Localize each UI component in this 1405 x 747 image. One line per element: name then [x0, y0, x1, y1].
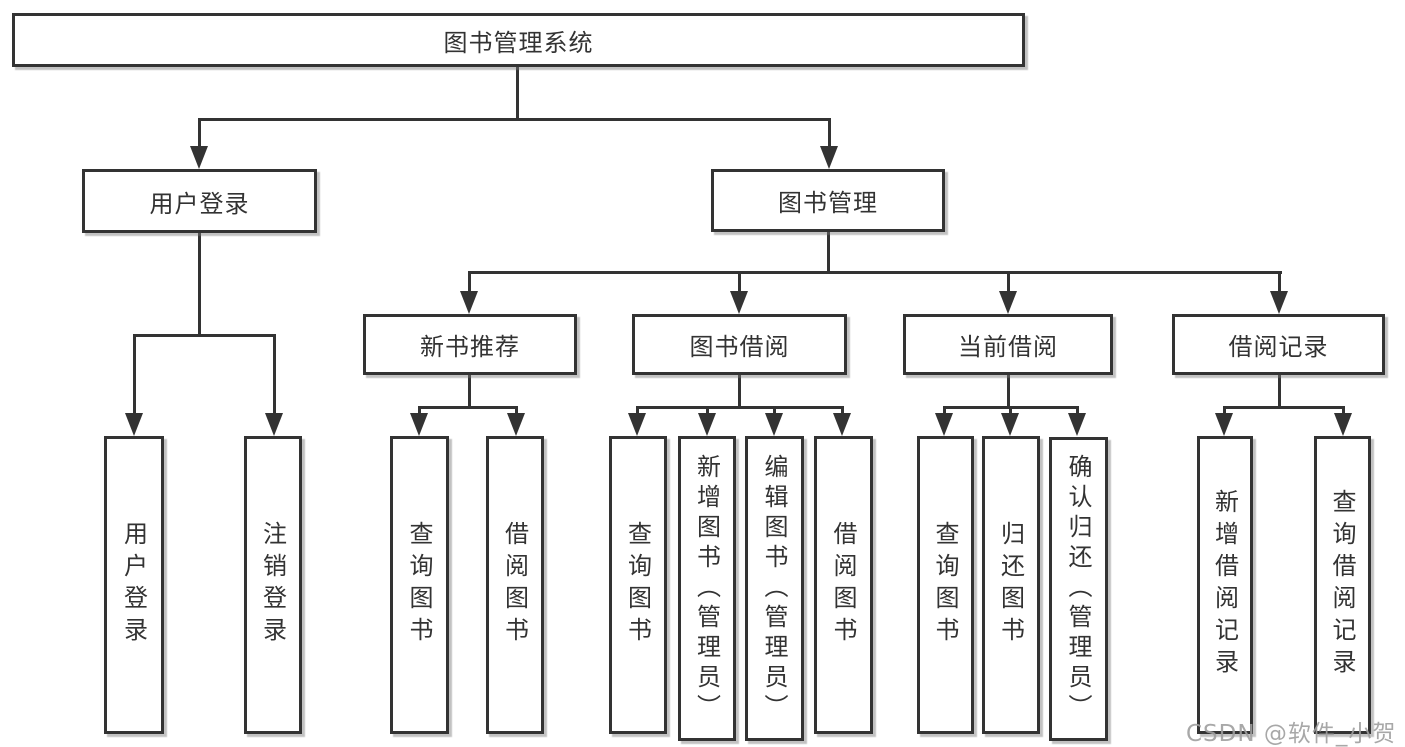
leaf-cb-query-books: 查询图书 [917, 436, 974, 734]
connector-book-mgmt-drop [828, 118, 831, 148]
arrow-down-icon [460, 291, 478, 314]
node-book-borrow: 图书借阅 [632, 314, 847, 375]
node-user-login-label: 用户登录 [149, 189, 250, 218]
node-book-borrow-label: 图书借阅 [689, 333, 790, 361]
connector-bb-edit-drop [773, 406, 776, 416]
connector-user-login-drop [198, 118, 201, 148]
connector-user-login-rail [133, 334, 276, 337]
node-borrow-records-label: 借阅记录 [1228, 333, 1329, 361]
leaf-nb-query-books: 查询图书 [390, 436, 449, 734]
leaf-br-query-record: 查询借阅记录 [1314, 436, 1371, 734]
arrow-down-icon [410, 413, 428, 436]
node-book-mgmt-label: 图书管理 [778, 189, 878, 217]
arrow-down-icon [125, 413, 143, 436]
connector-new-books-stem [468, 374, 471, 408]
leaf-br-query-record-label: 查询借阅记录 [1328, 489, 1356, 681]
leaf-cb-confirm-return-admin: 确认归还（管理员） [1049, 437, 1108, 741]
node-user-login: 用户登录 [82, 169, 317, 233]
arrow-down-icon [698, 413, 716, 436]
connector-br-query-drop [1342, 406, 1345, 416]
arrow-down-icon [1334, 413, 1352, 436]
connector-book-borrow-drop [738, 271, 741, 293]
leaf-cb-query-books-label: 查询图书 [931, 521, 959, 649]
arrow-down-icon [730, 291, 748, 314]
node-new-books-label: 新书推荐 [420, 333, 520, 361]
connector-logout-drop [273, 334, 276, 414]
arrow-down-icon [628, 413, 646, 436]
leaf-cb-return-books: 归还图书 [982, 436, 1040, 734]
leaf-br-add-record: 新增借阅记录 [1197, 436, 1253, 734]
connector-bb-add-drop [706, 406, 709, 416]
connector-level3-rail [468, 271, 1282, 274]
leaf-nb-borrow-books-label: 借阅图书 [500, 521, 529, 649]
leaf-nb-borrow-books: 借阅图书 [486, 436, 544, 734]
node-book-mgmt: 图书管理 [711, 169, 945, 232]
leaf-bb-add-books-admin: 新增图书（管理员） [678, 436, 736, 741]
arrow-down-icon [820, 146, 838, 169]
connector-user-login-stem [198, 232, 201, 336]
arrow-down-icon [1068, 413, 1086, 436]
node-root-label: 图书管理系统 [443, 28, 594, 57]
connector-root-stem [516, 66, 519, 120]
arrow-down-icon [765, 413, 783, 436]
leaf-cb-confirm-return-admin-label: 确认归还（管理员） [1064, 454, 1092, 724]
node-current-borrow: 当前借阅 [903, 314, 1113, 375]
arrow-down-icon [265, 413, 283, 436]
leaf-logout-label: 注销登录 [258, 521, 287, 649]
leaf-logout: 注销登录 [244, 436, 302, 734]
leaf-bb-borrow-books: 借阅图书 [814, 436, 873, 734]
connector-br-add-drop [1223, 406, 1226, 416]
arrow-down-icon [1001, 413, 1019, 436]
arrow-down-icon [507, 413, 525, 436]
connector-current-borrow-stem [1007, 374, 1010, 408]
connector-borrow-records-rail [1223, 406, 1344, 409]
connector-cb-return-drop [1009, 406, 1012, 416]
arrow-down-icon [1270, 291, 1288, 314]
leaf-cb-return-books-label: 归还图书 [996, 521, 1025, 649]
connector-book-borrow-rail [636, 406, 844, 409]
connector-borrow-records-stem [1278, 374, 1281, 408]
arrow-down-icon [999, 291, 1017, 314]
node-borrow-records: 借阅记录 [1172, 314, 1385, 375]
node-root: 图书管理系统 [12, 13, 1025, 67]
leaf-user-login: 用户登录 [104, 436, 164, 734]
leaf-bb-edit-books-admin: 编辑图书（管理员） [745, 436, 804, 741]
leaf-bb-edit-books-admin-label: 编辑图书（管理员） [760, 453, 788, 724]
node-new-books: 新书推荐 [363, 314, 577, 375]
arrow-down-icon [190, 146, 208, 169]
connector-bb-query-drop [636, 406, 639, 416]
connector-book-mgmt-stem [827, 230, 830, 274]
arrow-down-icon [935, 413, 953, 436]
leaf-bb-query-books-label: 查询图书 [623, 521, 652, 649]
leaf-nb-query-books-label: 查询图书 [405, 521, 433, 649]
connector-new-books-drop [468, 271, 471, 293]
connector-bb-borrow-drop [841, 406, 844, 416]
connector-book-borrow-stem [738, 374, 741, 408]
leaf-bb-query-books: 查询图书 [609, 436, 667, 734]
leaf-user-login-label: 用户登录 [119, 521, 148, 649]
connector-user-login-leaf-drop [133, 334, 136, 414]
node-current-borrow-label: 当前借阅 [958, 333, 1058, 361]
connector-current-borrow-drop [1007, 271, 1010, 293]
connector-nb-query-drop [418, 406, 421, 416]
connector-borrow-records-drop [1278, 271, 1281, 293]
connector-level2-rail [198, 118, 831, 121]
leaf-bb-add-books-admin-label: 新增图书（管理员） [692, 453, 721, 724]
connector-cb-confirm-drop [1076, 406, 1079, 416]
connector-new-books-rail [418, 406, 518, 409]
leaf-bb-borrow-books-label: 借阅图书 [829, 521, 857, 649]
connector-nb-borrow-drop [515, 406, 518, 416]
csdn-watermark: CSDN @软件_小贺同学 [1186, 721, 1397, 747]
connector-cb-query-drop [943, 406, 946, 416]
leaf-br-add-record-label: 新增借阅记录 [1210, 489, 1239, 681]
arrow-down-icon [833, 413, 851, 436]
arrow-down-icon [1215, 413, 1233, 436]
